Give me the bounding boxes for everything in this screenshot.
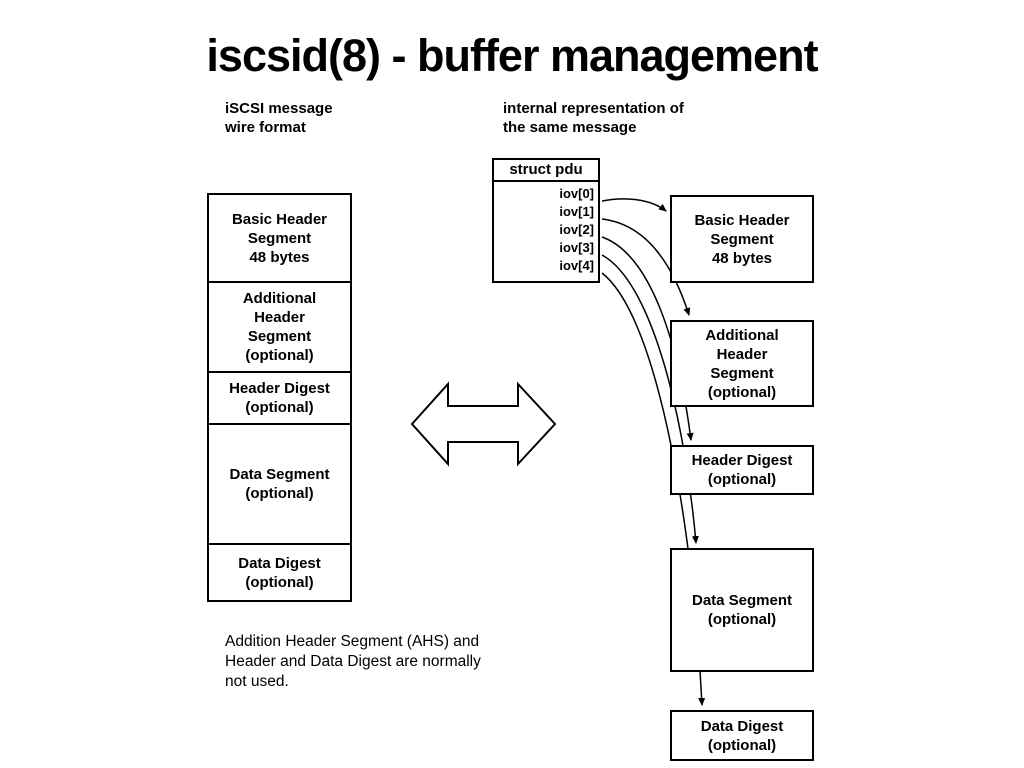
- arrow-iov0-to-basic-header: [601, 198, 667, 212]
- buffer-box-data-segment: Data Segment (optional): [670, 548, 814, 672]
- iov-entry-3: iov[3]: [559, 240, 594, 255]
- buffer-box-basic-header: Basic Header Segment 48 bytes: [670, 195, 814, 283]
- buffer-box-additional-header: Additional Header Segment (optional): [670, 320, 814, 407]
- wire-format-stack: Basic Header Segment 48 bytes Additional…: [207, 193, 352, 602]
- iov-list: iov[0] iov[1] iov[2] iov[3] iov[4]: [494, 182, 598, 275]
- iov-entry-0: iov[0]: [559, 186, 594, 201]
- wire-segment-header-digest: Header Digest (optional): [209, 373, 350, 425]
- buffer-box-data-digest: Data Digest (optional): [670, 710, 814, 761]
- slide-title: iscsid(8) - buffer management: [206, 30, 818, 81]
- struct-pdu-title: struct pdu: [494, 160, 598, 182]
- struct-pdu-box: struct pdu iov[0] iov[1] iov[2] iov[3] i…: [492, 158, 600, 283]
- wire-segment-additional-header: Additional Header Segment (optional): [209, 283, 350, 373]
- wire-format-heading: iSCSI message wire format: [225, 100, 333, 136]
- iov-entry-4: iov[4]: [559, 258, 594, 273]
- arrow-iov1-to-additional-header: [601, 218, 691, 316]
- buffer-box-header-digest: Header Digest (optional): [670, 445, 814, 495]
- arrow-iov3-to-data-segment: [601, 254, 699, 544]
- footnote: Addition Header Segment (AHS) and Header…: [225, 633, 481, 690]
- wire-segment-data-segment: Data Segment (optional): [209, 425, 350, 545]
- internal-representation-heading: internal representation of the same mess…: [503, 100, 684, 136]
- iov-entry-2: iov[2]: [559, 222, 594, 237]
- wire-segment-basic-header: Basic Header Segment 48 bytes: [209, 195, 350, 283]
- double-arrow-icon: [410, 381, 557, 467]
- wire-segment-data-digest: Data Digest (optional): [209, 545, 350, 600]
- iov-entry-1: iov[1]: [559, 204, 594, 219]
